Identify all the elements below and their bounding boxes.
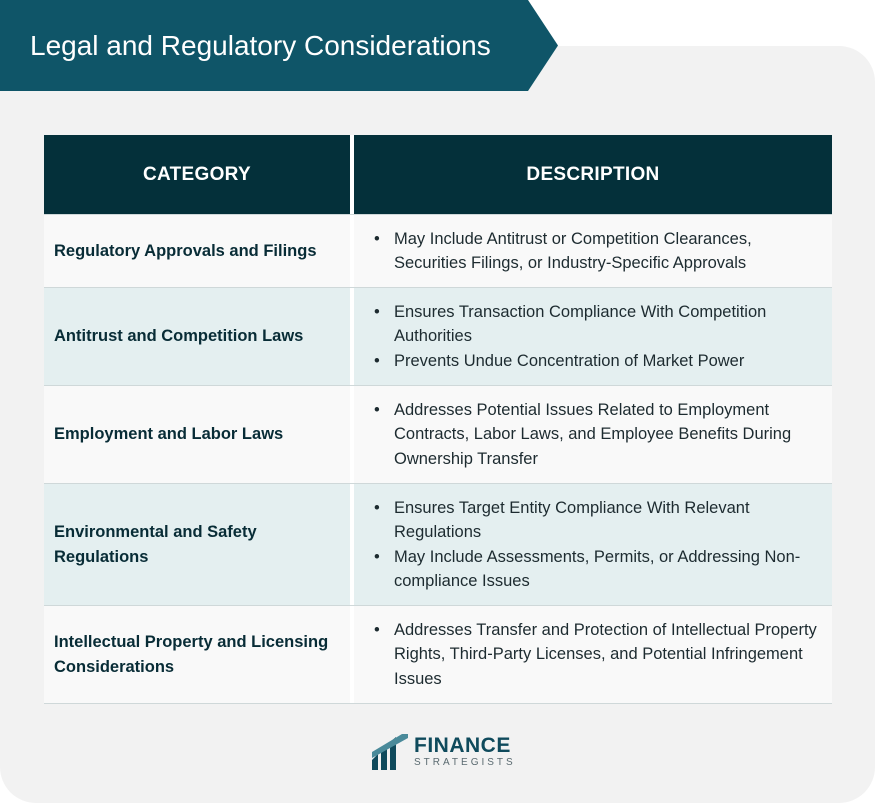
column-divider	[350, 215, 354, 287]
category-cell: Employment and Labor Laws	[44, 386, 350, 483]
category-label: Intellectual Property and Licensing Cons…	[54, 632, 329, 676]
page-title: Legal and Regulatory Considerations	[0, 0, 558, 91]
row-divider	[44, 214, 832, 215]
row-divider	[44, 605, 832, 606]
category-cell: Environmental and Safety Regulations	[44, 484, 350, 605]
column-divider	[350, 386, 354, 483]
row-divider	[44, 287, 832, 288]
column-header-category: CATEGORY	[44, 135, 350, 214]
category-label: Antitrust and Competition Laws	[54, 327, 304, 345]
description-bullet: •Prevents Undue Concentration of Market …	[374, 351, 745, 370]
description-bullet: •Addresses Potential Issues Related to E…	[374, 400, 792, 468]
description-bullet: •May Include Antitrust or Competition Cl…	[374, 229, 752, 273]
category-label: Regulatory Approvals and Filings	[54, 241, 317, 260]
column-header-description: DESCRIPTION	[354, 135, 832, 214]
considerations-table: CATEGORY DESCRIPTION Regulatory Approval…	[44, 135, 832, 704]
description-bullet: •May Include Assessments, Permits, or Ad…	[374, 547, 801, 591]
finance-strategists-logo-icon	[372, 734, 408, 770]
row-divider	[44, 703, 832, 704]
column-divider	[350, 288, 354, 385]
description-cell: •Addresses Potential Issues Related to E…	[354, 386, 832, 483]
description-bullet: •Ensures Transaction Compliance With Com…	[374, 302, 767, 346]
description-cell: •May Include Antitrust or Competition Cl…	[354, 215, 832, 287]
category-label: Environmental and Safety Regulations	[54, 522, 257, 566]
category-cell: Antitrust and Competition Laws	[44, 288, 350, 385]
category-cell: Regulatory Approvals and Filings	[44, 215, 350, 287]
category-label: Employment and Labor Laws	[54, 425, 284, 443]
row-divider	[44, 483, 832, 484]
description-bullet: •Addresses Transfer and Protection of In…	[374, 620, 817, 688]
row-divider	[44, 385, 832, 386]
column-divider	[350, 484, 354, 605]
logo-tagline: STRATEGISTS	[414, 757, 516, 768]
description-bullet: •Ensures Target Entity Compliance With R…	[374, 498, 750, 542]
finance-strategists-logo: FINANCE STRATEGISTS	[372, 733, 516, 771]
description-cell: •Addresses Transfer and Protection of In…	[354, 606, 832, 703]
category-cell: Intellectual Property and Licensing Cons…	[44, 606, 350, 703]
column-divider	[350, 135, 354, 214]
description-cell: •Ensures Transaction Compliance With Com…	[354, 288, 832, 385]
logo-name: FINANCE	[414, 734, 511, 757]
description-cell: •Ensures Target Entity Compliance With R…	[354, 484, 832, 605]
column-divider	[350, 606, 354, 703]
